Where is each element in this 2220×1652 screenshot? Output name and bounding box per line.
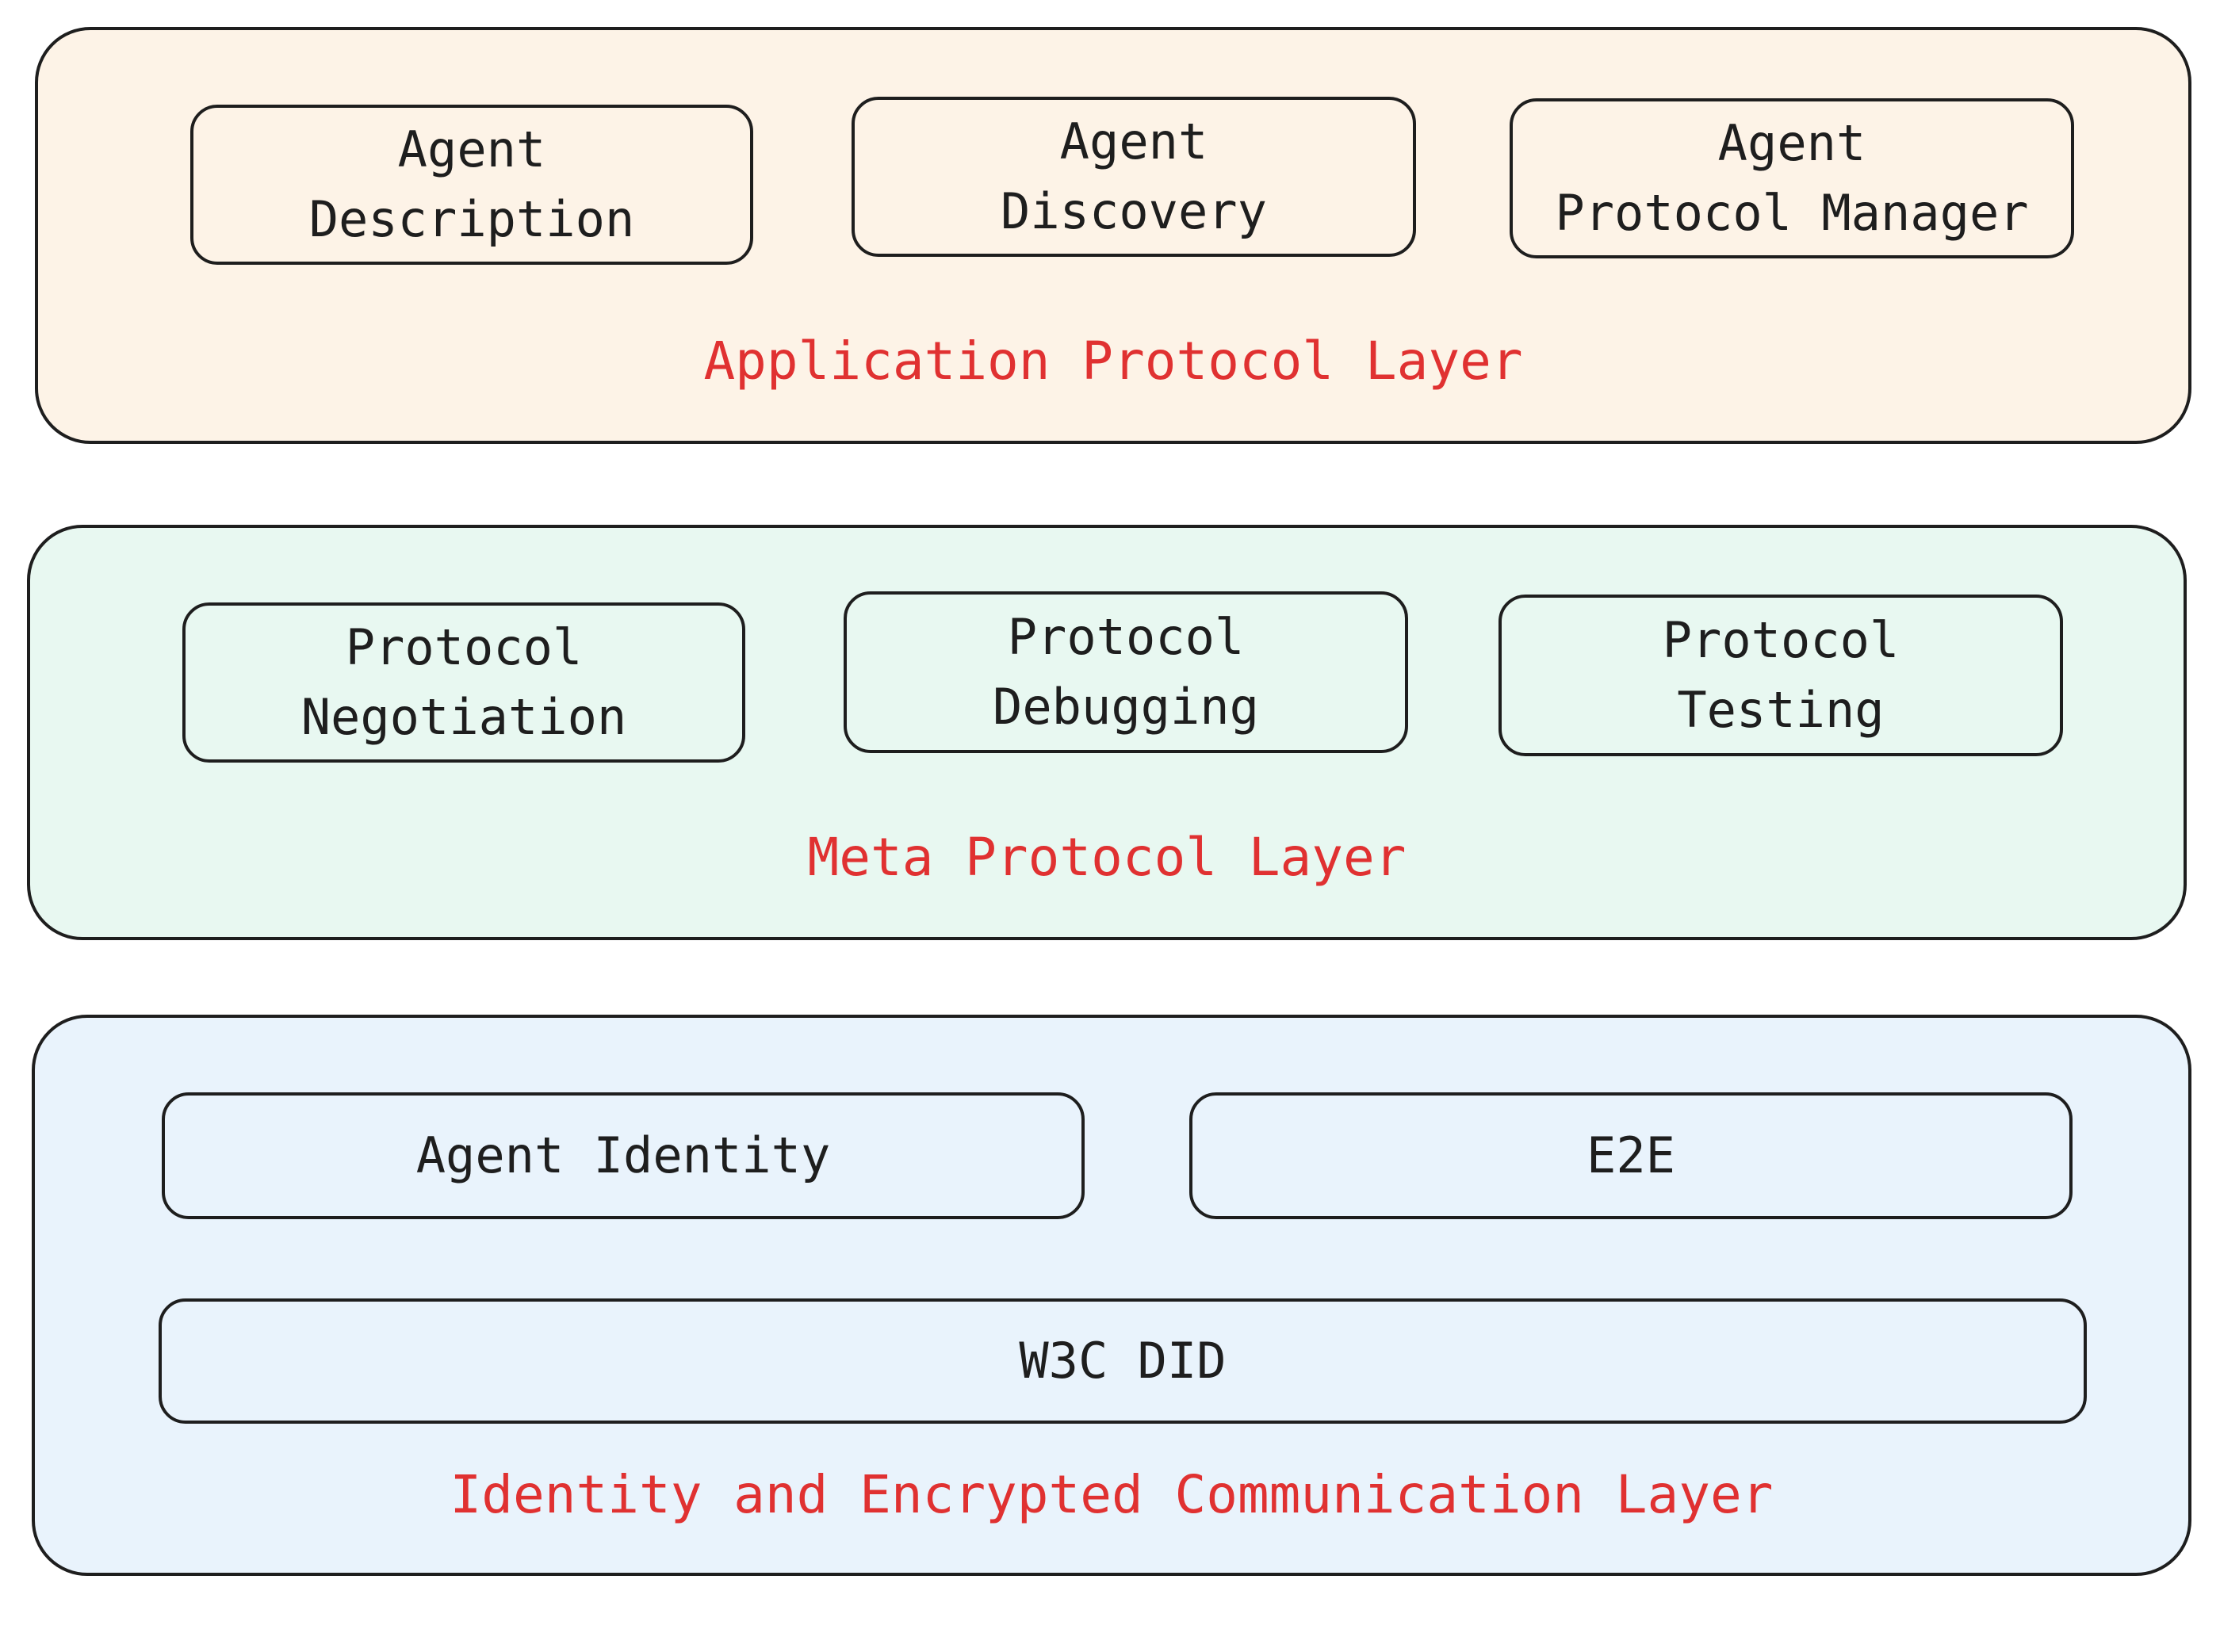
- agent-description-box: Agent Description: [190, 105, 753, 265]
- agent-identity-box: Agent Identity: [162, 1092, 1085, 1219]
- box-label: Protocol Manager: [1555, 184, 2029, 242]
- box-label: Protocol: [1007, 608, 1245, 666]
- box-label: Discovery: [1001, 182, 1267, 240]
- box-label: Protocol: [345, 618, 583, 676]
- protocol-debugging-box: Protocol Debugging: [844, 591, 1408, 753]
- e2e-box: E2E: [1189, 1092, 2073, 1219]
- box-label: Testing: [1677, 681, 1885, 739]
- meta-layer-title: Meta Protocol Layer: [807, 827, 1407, 888]
- agent-discovery-box: Agent Discovery: [852, 97, 1416, 257]
- w3c-did-box: W3C DID: [159, 1298, 2087, 1424]
- box-label: Description: [308, 190, 635, 248]
- protocol-negotiation-box: Protocol Negotiation: [182, 602, 745, 763]
- box-label: Agent: [397, 120, 546, 178]
- box-label: Agent: [1717, 114, 1866, 172]
- meta-protocol-layer: Protocol Negotiation Protocol Debugging …: [27, 525, 2187, 940]
- box-label: W3C DID: [1019, 1332, 1227, 1390]
- box-label: Negotiation: [300, 688, 627, 746]
- application-protocol-layer: Agent Description Agent Discovery Agent …: [35, 27, 2191, 444]
- identity-encrypted-communication-layer: Agent Identity E2E W3C DID Identity and …: [32, 1015, 2191, 1576]
- box-label: Agent: [1059, 113, 1208, 170]
- box-label: Protocol: [1662, 611, 1900, 669]
- box-label: E2E: [1587, 1126, 1675, 1184]
- agent-protocol-manager-box: Agent Protocol Manager: [1510, 98, 2074, 258]
- identity-layer-title: Identity and Encrypted Communication Lay…: [450, 1464, 1774, 1525]
- box-label: Debugging: [993, 678, 1259, 736]
- protocol-testing-box: Protocol Testing: [1498, 595, 2063, 756]
- box-label: Agent Identity: [415, 1126, 831, 1184]
- application-layer-title: Application Protocol Layer: [703, 331, 1523, 392]
